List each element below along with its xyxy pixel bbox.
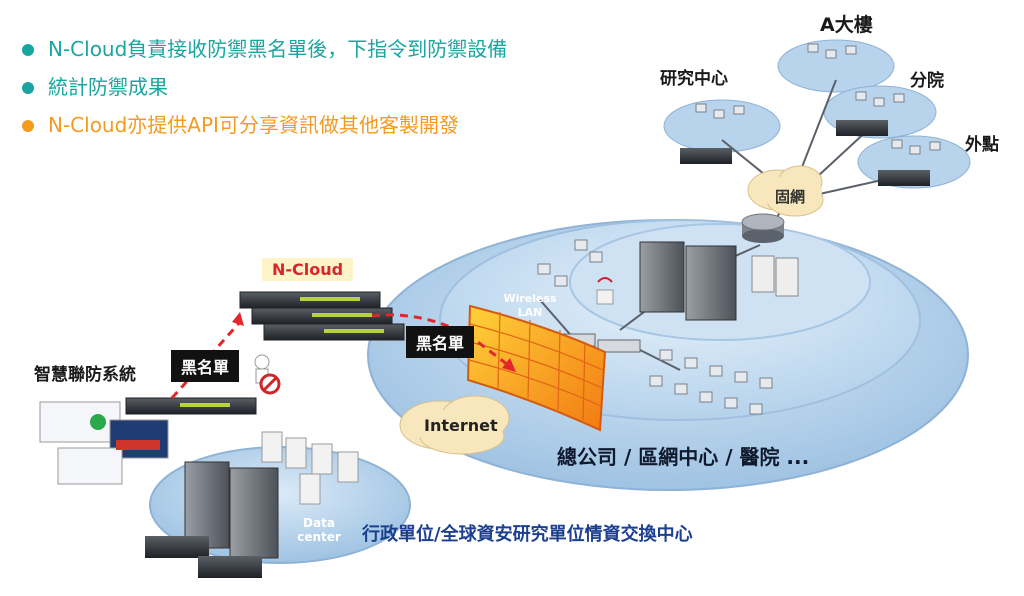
bullet-dot-icon — [22, 120, 34, 132]
a-building-ellipse — [777, 39, 895, 93]
bullet-dot-icon — [22, 82, 34, 94]
router-icon — [741, 213, 785, 243]
bullet-text: 統計防禦成果 — [48, 75, 168, 99]
firewall-icon — [466, 304, 607, 432]
label-hq: 總公司 / 區網中心 / 醫院 ... — [557, 445, 810, 469]
bullet-dot-icon — [22, 44, 34, 56]
research-ellipse — [663, 99, 781, 153]
server-rack-icon — [639, 241, 737, 321]
bullet-item: 統計防禦成果 — [22, 72, 507, 110]
internet-cloud-icon — [399, 395, 510, 455]
datacenter-blade-icon — [145, 536, 262, 578]
label-a-building: A大樓 — [820, 14, 873, 36]
label-internet: Internet — [424, 416, 498, 435]
defense-server-icon — [125, 397, 257, 415]
datacenter-rack-icon — [184, 461, 279, 559]
ncloud-server-icon — [239, 291, 405, 341]
label-smart-defense: 智慧聯防系統 — [34, 365, 136, 385]
branch-server-icon — [680, 120, 930, 186]
tower-server-icon — [751, 255, 799, 297]
label-data-center: Data center — [297, 516, 341, 544]
fixed-network-cloud-icon — [747, 165, 824, 217]
bullet-text: N-Cloud負責接收防禦黑名單後，下指令到防禦設備 — [48, 37, 508, 61]
dashboard-screenshot-icon — [39, 401, 169, 485]
bullet-item: N-Cloud負責接收防禦黑名單後，下指令到防禦設備 — [22, 34, 507, 72]
bullet-list: N-Cloud負責接收防禦黑名單後，下指令到防禦設備 統計防禦成果 N-Clou… — [22, 34, 507, 148]
label-wireless-lan: Wireless LAN — [503, 292, 557, 319]
label-fixed-network: 固網 — [775, 188, 806, 206]
wireless-ap-icon — [596, 277, 614, 305]
arrow-head-icon — [232, 312, 244, 326]
label-blacklist-left: 黑名單 — [171, 350, 240, 382]
datacenter-tower-icon — [261, 431, 359, 505]
pc-icon — [537, 239, 773, 415]
arrow-head-icon — [502, 358, 516, 372]
bullet-text: N-Cloud亦提供API可分享資訊做其他客製開發 — [48, 113, 459, 137]
bullet-item: N-Cloud亦提供API可分享資訊做其他客製開發 — [22, 110, 507, 148]
branch-pc-icon — [695, 43, 941, 155]
label-research-center: 研究中心 — [660, 69, 728, 89]
label-outside: 外點 — [965, 135, 999, 155]
label-blacklist-right: 黑名單 — [406, 326, 475, 358]
label-gov: 行政單位/全球資安研究單位情資交換中心 — [362, 524, 693, 545]
no-entry-icon — [254, 354, 281, 395]
label-branch: 分院 — [910, 71, 944, 91]
label-ncloud: N-Cloud — [262, 258, 354, 281]
